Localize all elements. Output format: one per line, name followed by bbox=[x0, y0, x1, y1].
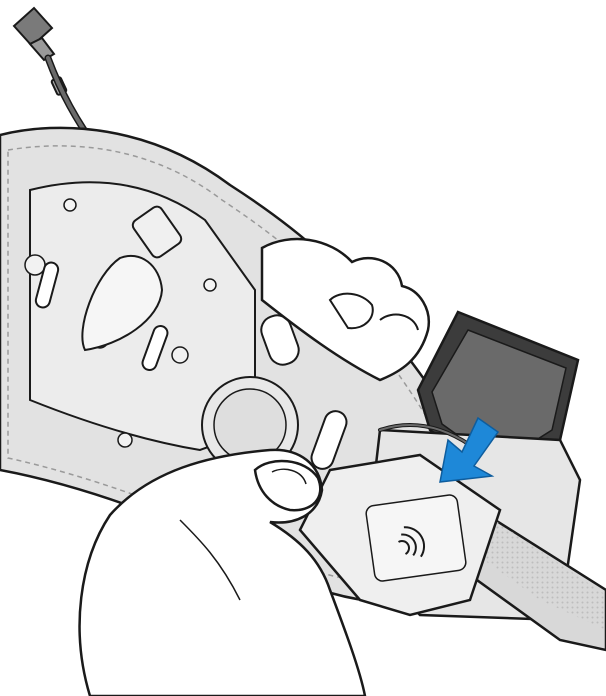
installation-illustration bbox=[0, 0, 606, 696]
illustration-stage bbox=[0, 0, 606, 696]
